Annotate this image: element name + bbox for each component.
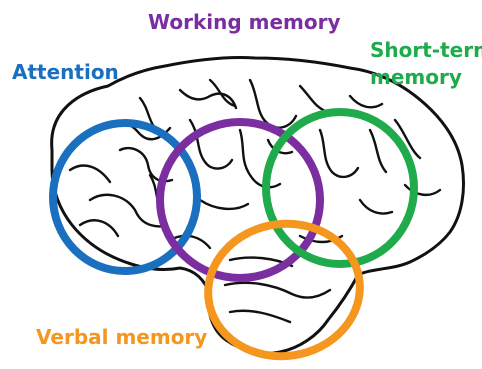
short-term-memory-label-line1: Short-term [370,38,482,62]
verbal-memory-label: Verbal memory [36,325,208,349]
verbal-memory-circle [204,219,364,361]
brain-outline [50,55,465,355]
brain-folds [68,78,442,324]
short-term-memory-circle [262,108,418,268]
attention-circle [49,119,201,275]
working-memory-label: Working memory [148,10,341,34]
attention-label: Attention [12,60,119,84]
short-term-memory-label-line2: memory [370,65,462,89]
working-memory-circle [156,118,324,282]
